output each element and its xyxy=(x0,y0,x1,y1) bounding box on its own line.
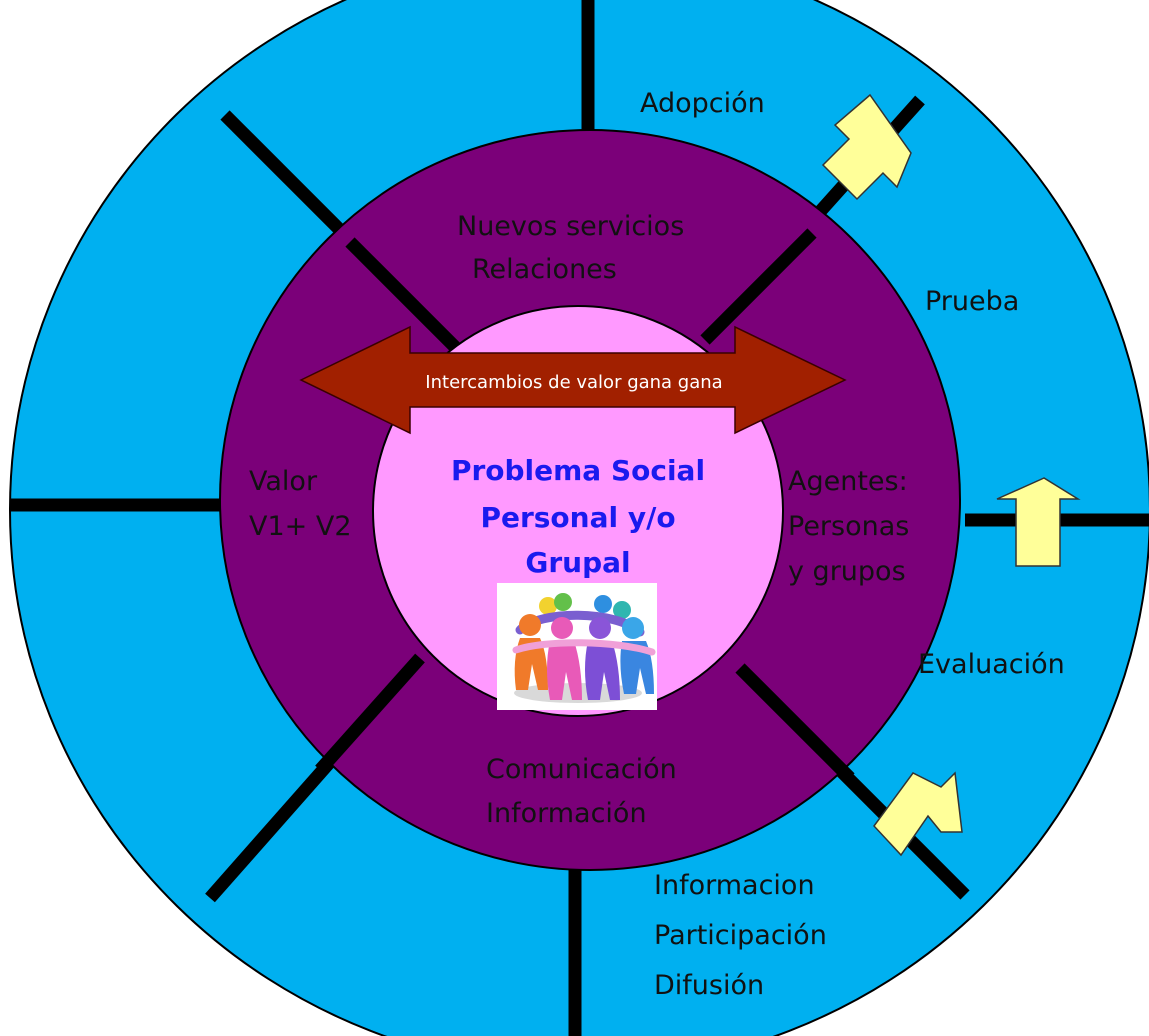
figure-body-cyan xyxy=(620,641,654,694)
middle-label-left-line-2: V1+ V2 xyxy=(249,511,352,542)
exchange-arrow-label: Intercambios de valor gana gana xyxy=(425,372,722,393)
figure-head-green xyxy=(554,593,572,611)
inner-dividers xyxy=(315,228,855,783)
figure-head-purple xyxy=(589,617,611,639)
figure-head-orange xyxy=(519,614,541,636)
figure-head-teal xyxy=(613,601,631,619)
center-title-line-2: Personal y/o xyxy=(480,501,675,534)
middle-label-right-line-3: y grupos xyxy=(788,556,906,587)
inner-divider-bottom-right xyxy=(735,663,855,783)
center-title-line-3: Grupal xyxy=(525,546,630,579)
figure-head-blue xyxy=(594,595,612,613)
figure-arms-front xyxy=(512,639,656,656)
inner-divider-top-right xyxy=(700,228,817,345)
inner-divider-bottom-left xyxy=(315,653,425,775)
figure-head-cyan xyxy=(622,617,644,639)
arrow-to-evaluation-icon xyxy=(873,771,963,857)
exchange-arrow-shape xyxy=(299,325,847,435)
middle-label-right-line-2: Personas xyxy=(788,511,909,542)
center-title-line-1: Problema Social xyxy=(451,454,705,487)
middle-label-bottom-line-2: Información xyxy=(486,798,647,829)
middle-label-bottom-line-1: Comunicación xyxy=(486,754,677,785)
middle-label-top-line-1: Nuevos servicios xyxy=(457,211,684,242)
outer-label-info-line-2: Participación xyxy=(654,920,827,951)
outer-label-trial: Prueba xyxy=(925,286,1019,317)
people-circle-icon xyxy=(497,583,657,710)
middle-label-top-line-2: Relaciones xyxy=(472,254,617,285)
figure-body-pink xyxy=(547,641,582,700)
center-circle xyxy=(372,305,784,717)
figure-body-purple xyxy=(585,641,620,700)
arrow-to-trial-icon xyxy=(996,477,1081,567)
outer-label-info-line-3: Difusión xyxy=(654,970,764,1001)
figure-head-yellow xyxy=(539,597,557,615)
middle-label-right-line-1: Agentes: xyxy=(788,466,908,497)
outer-label-info-line-1: Informacion xyxy=(654,870,815,901)
outer-label-adoption: Adopción xyxy=(640,88,765,119)
inner-divider-top-left xyxy=(345,237,460,352)
stage-arrows xyxy=(821,93,1081,857)
middle-label-left-line-1: Valor xyxy=(249,466,318,497)
outer-label-evaluation: Evaluación xyxy=(918,649,1065,680)
figure-head-pink xyxy=(551,617,573,639)
arrow-to-adoption-icon xyxy=(821,93,912,201)
exchange-arrow: Intercambios de valor gana gana xyxy=(299,325,847,435)
